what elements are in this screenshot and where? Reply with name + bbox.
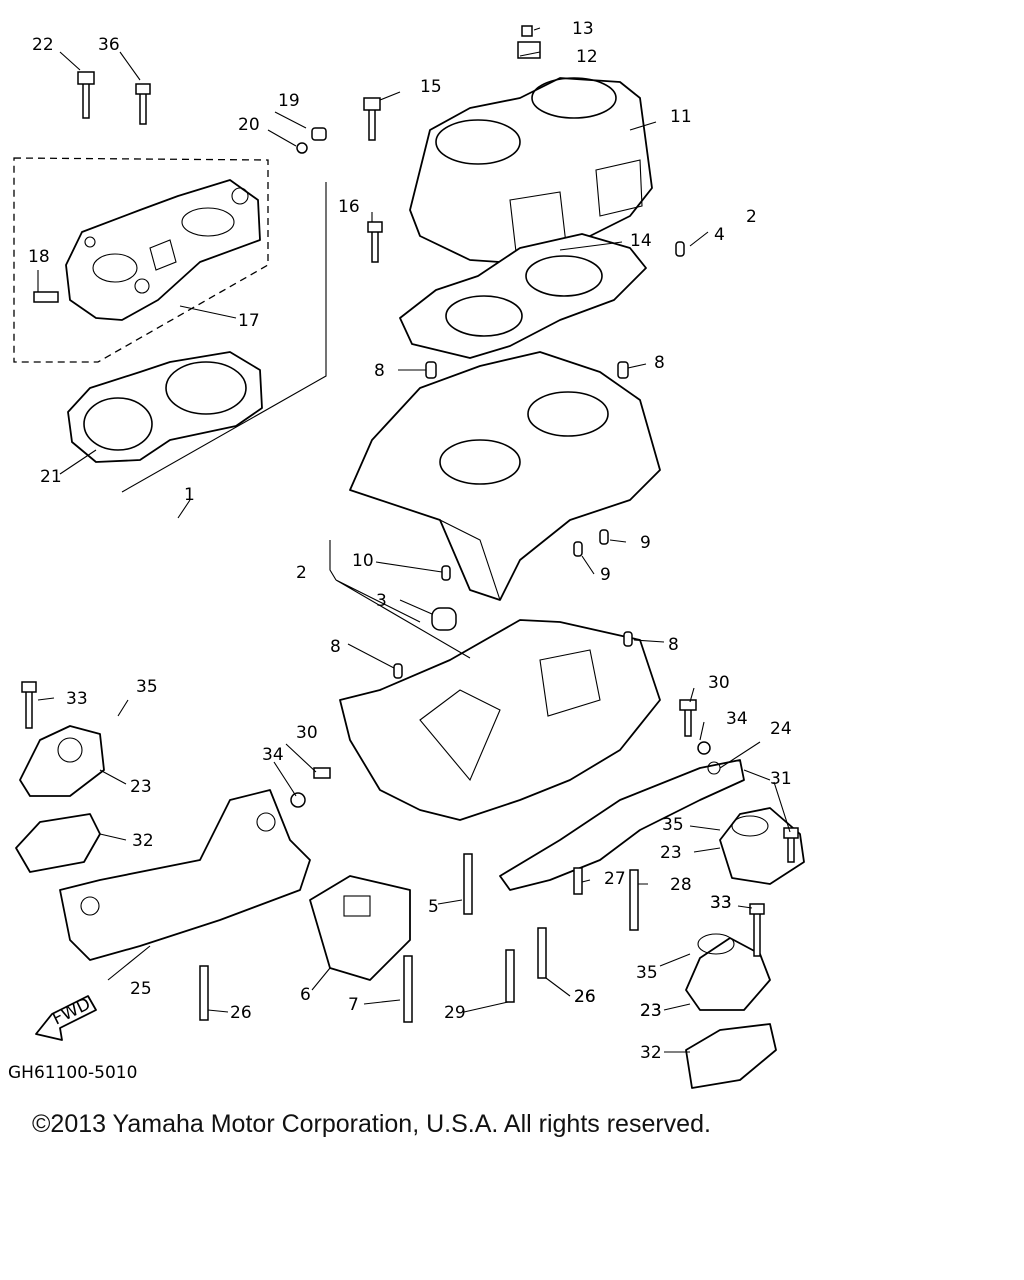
callout-3: 3 bbox=[376, 591, 387, 611]
dowel-pins bbox=[290, 25, 711, 808]
callout-8: 8 bbox=[330, 637, 341, 657]
callout-labels: 1 2 2 3 4 5 6 7 8 8 8 8 9 9 10 11 12 13 … bbox=[28, 19, 792, 1063]
callout-5: 5 bbox=[428, 897, 439, 917]
callout-36: 36 bbox=[98, 35, 120, 55]
callout-13: 13 bbox=[572, 19, 594, 39]
callout-30: 30 bbox=[296, 723, 318, 743]
callout-12: 12 bbox=[576, 47, 598, 67]
callout-26: 26 bbox=[574, 987, 596, 1007]
callout-6: 6 bbox=[300, 985, 311, 1005]
callout-10: 10 bbox=[352, 551, 374, 571]
callout-23: 23 bbox=[660, 843, 682, 863]
front-mount-bracket bbox=[59, 789, 311, 961]
callout-34: 34 bbox=[262, 745, 284, 765]
callout-15: 15 bbox=[420, 77, 442, 97]
callout-34: 34 bbox=[726, 709, 748, 729]
callout-35: 35 bbox=[636, 963, 658, 983]
callout-16: 16 bbox=[338, 197, 360, 217]
svg-text:FWD: FWD bbox=[49, 994, 93, 1029]
leader-lines bbox=[37, 27, 791, 1053]
fwd-arrow-icon: FWD bbox=[35, 994, 97, 1041]
callout-27: 27 bbox=[604, 869, 626, 889]
callout-21: 21 bbox=[40, 467, 62, 487]
callout-2: 2 bbox=[746, 207, 757, 227]
cylinder-base-gasket bbox=[399, 233, 647, 359]
callout-23: 23 bbox=[640, 1001, 662, 1021]
callout-22: 22 bbox=[32, 35, 54, 55]
callout-33: 33 bbox=[66, 689, 88, 709]
callout-7: 7 bbox=[348, 995, 359, 1015]
cylinder-block bbox=[409, 77, 653, 265]
callout-4: 4 bbox=[714, 225, 725, 245]
callout-8: 8 bbox=[654, 353, 665, 373]
mount-cover-left bbox=[15, 813, 101, 873]
electrical-box bbox=[309, 875, 411, 981]
callout-2: 2 bbox=[296, 563, 307, 583]
callout-17: 17 bbox=[238, 311, 260, 331]
mount-cover-right bbox=[685, 1023, 777, 1089]
bolts bbox=[21, 71, 799, 1023]
upper-crankcase bbox=[349, 351, 661, 601]
callout-32: 32 bbox=[132, 831, 154, 851]
callout-8: 8 bbox=[668, 635, 679, 655]
callout-35: 35 bbox=[662, 815, 684, 835]
callout-33: 33 bbox=[710, 893, 732, 913]
callout-26: 26 bbox=[574, 987, 596, 1007]
callout-26: 26 bbox=[230, 1003, 252, 1023]
callout-9: 9 bbox=[600, 565, 611, 585]
callout-24: 24 bbox=[770, 719, 792, 739]
callout-18: 18 bbox=[28, 247, 50, 267]
lower-crankcase bbox=[339, 619, 661, 821]
callout-31: 31 bbox=[770, 769, 792, 789]
callout-11: 11 bbox=[670, 107, 692, 127]
callout-23: 23 bbox=[130, 777, 152, 797]
callout-29: 29 bbox=[444, 1003, 466, 1023]
cylinder-head-cover bbox=[13, 157, 269, 363]
callout-19: 19 bbox=[278, 91, 300, 111]
callout-32: 32 bbox=[640, 1043, 662, 1063]
callout-9: 9 bbox=[640, 533, 651, 553]
callout-33: 33 bbox=[710, 893, 732, 913]
copyright-notice: ©2013 Yamaha Motor Corporation, U.S.A. A… bbox=[32, 1110, 711, 1138]
callout-14: 14 bbox=[630, 231, 652, 251]
callout-35: 35 bbox=[136, 677, 158, 697]
engine-mount-left bbox=[19, 725, 105, 797]
callout-1: 1 bbox=[184, 485, 195, 505]
engine-mount-right-lower bbox=[685, 933, 771, 1011]
callout-23: 23 bbox=[640, 1001, 662, 1021]
engine-mount-right-upper bbox=[719, 807, 805, 885]
callout-25: 25 bbox=[130, 979, 152, 999]
figure-code: GH61100-5010 bbox=[8, 1063, 137, 1083]
callout-8: 8 bbox=[374, 361, 385, 381]
exploded-parts-diagram: FWD 1 2 2 3 4 5 6 7 8 8 8 8 9 9 10 11 12… bbox=[8, 19, 805, 1089]
cylinder-head-gasket bbox=[67, 351, 263, 463]
callout-20: 20 bbox=[238, 115, 260, 135]
callout-30: 30 bbox=[708, 673, 730, 693]
callout-28: 28 bbox=[670, 875, 692, 895]
